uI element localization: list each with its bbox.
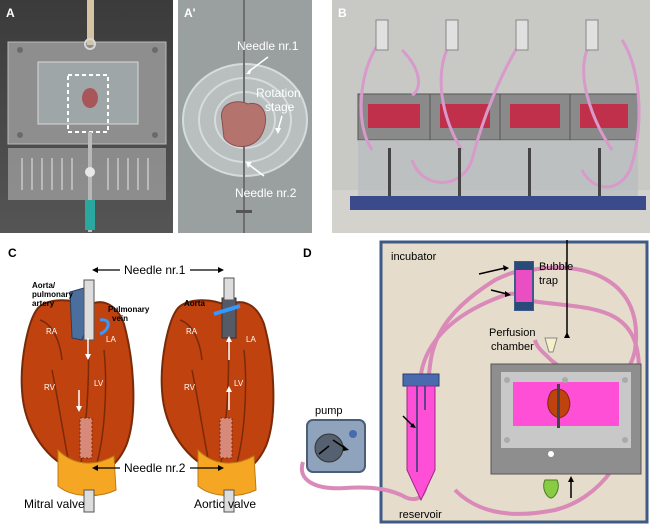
ra-label-right: RA <box>186 327 198 336</box>
incubator-label: incubator <box>391 251 437 263</box>
needle-cap-top <box>544 337 558 353</box>
heart-photo <box>220 101 266 147</box>
rotation-label-1: Rotation <box>256 86 301 100</box>
panel-a-photo: A <box>0 0 173 233</box>
panel-a-prime-image: Needle nr.1 Rotation stage Needle nr.2 <box>178 0 312 233</box>
aorta-label: Aorta <box>184 299 205 308</box>
base-plate <box>350 196 646 210</box>
pump-label: pump <box>315 405 343 417</box>
reservoir-label: reservoir <box>399 509 442 521</box>
lv-label-right: LV <box>234 379 244 388</box>
panel-a-prime-photo: Needle nr.1 Rotation stage Needle nr.2 A… <box>178 0 312 233</box>
needle-nr1-label: Needle nr.1 <box>237 39 299 53</box>
rv-label-right: RV <box>184 383 196 392</box>
aorta-pulmonary-label-2: pulmonary <box>32 290 73 299</box>
mitral-valve-label: Mitral valve <box>24 497 85 511</box>
perfusion-label-2: chamber <box>491 341 534 353</box>
heart-sample <box>82 88 98 108</box>
rotation-label-2: stage <box>265 100 295 114</box>
heart-right <box>160 277 275 513</box>
perfusion-label-1: Perfusion <box>489 327 535 339</box>
panel-label-d: D <box>303 246 312 260</box>
rv-label-left: RV <box>44 383 56 392</box>
pulmonary-vein-label-2: vein <box>112 314 128 323</box>
needle-nr1-label-c: Needle nr.1 <box>124 263 186 277</box>
lv-label-left: LV <box>94 379 104 388</box>
aorta-pulmonary-label-1: Aorta/ <box>32 281 56 290</box>
aorta-pulmonary-label-3: artery <box>32 299 55 308</box>
aortic-valve-label: Aortic valve <box>194 497 256 511</box>
bubble-trap-label-1: Bubble <box>539 261 573 273</box>
bubble-trap-label-2: trap <box>539 275 558 287</box>
ra-label-left: RA <box>46 327 58 336</box>
la-label-right: LA <box>246 335 256 344</box>
panel-label-b: B <box>338 6 347 20</box>
panel-label-a-prime: A' <box>184 6 196 20</box>
panel-b-photo: B <box>332 0 650 233</box>
panel-label-a: A <box>6 6 15 20</box>
panel-c-diagram: Needle nr.1 Needle nr.2 Aorta/ pulmonary… <box>0 240 290 525</box>
panel-label-c: C <box>8 246 17 260</box>
needle-cap-bottom <box>543 479 559 499</box>
needle-nr2-label: Needle nr.2 <box>235 186 297 200</box>
heart-left <box>20 279 135 513</box>
panel-a-image <box>0 0 173 233</box>
needle-hub <box>85 200 95 230</box>
reservoir <box>406 385 436 502</box>
panel-c-svg: Needle nr.1 Needle nr.2 Aorta/ pulmonary… <box>20 263 275 513</box>
panel-b-image <box>332 0 650 233</box>
la-label-left: LA <box>106 335 116 344</box>
needle-holder-top <box>87 0 94 45</box>
needle-nr2-label-c: Needle nr.2 <box>124 461 186 475</box>
chamber-row <box>357 93 639 141</box>
reservoir-cap <box>402 373 440 387</box>
pulmonary-vein-label-1: Pulmonary <box>108 305 150 314</box>
panel-d-diagram: incubator Bubble trap Perfusion chamber … <box>295 240 650 525</box>
panel-d-svg: incubator Bubble trap Perfusion chamber … <box>299 240 649 524</box>
